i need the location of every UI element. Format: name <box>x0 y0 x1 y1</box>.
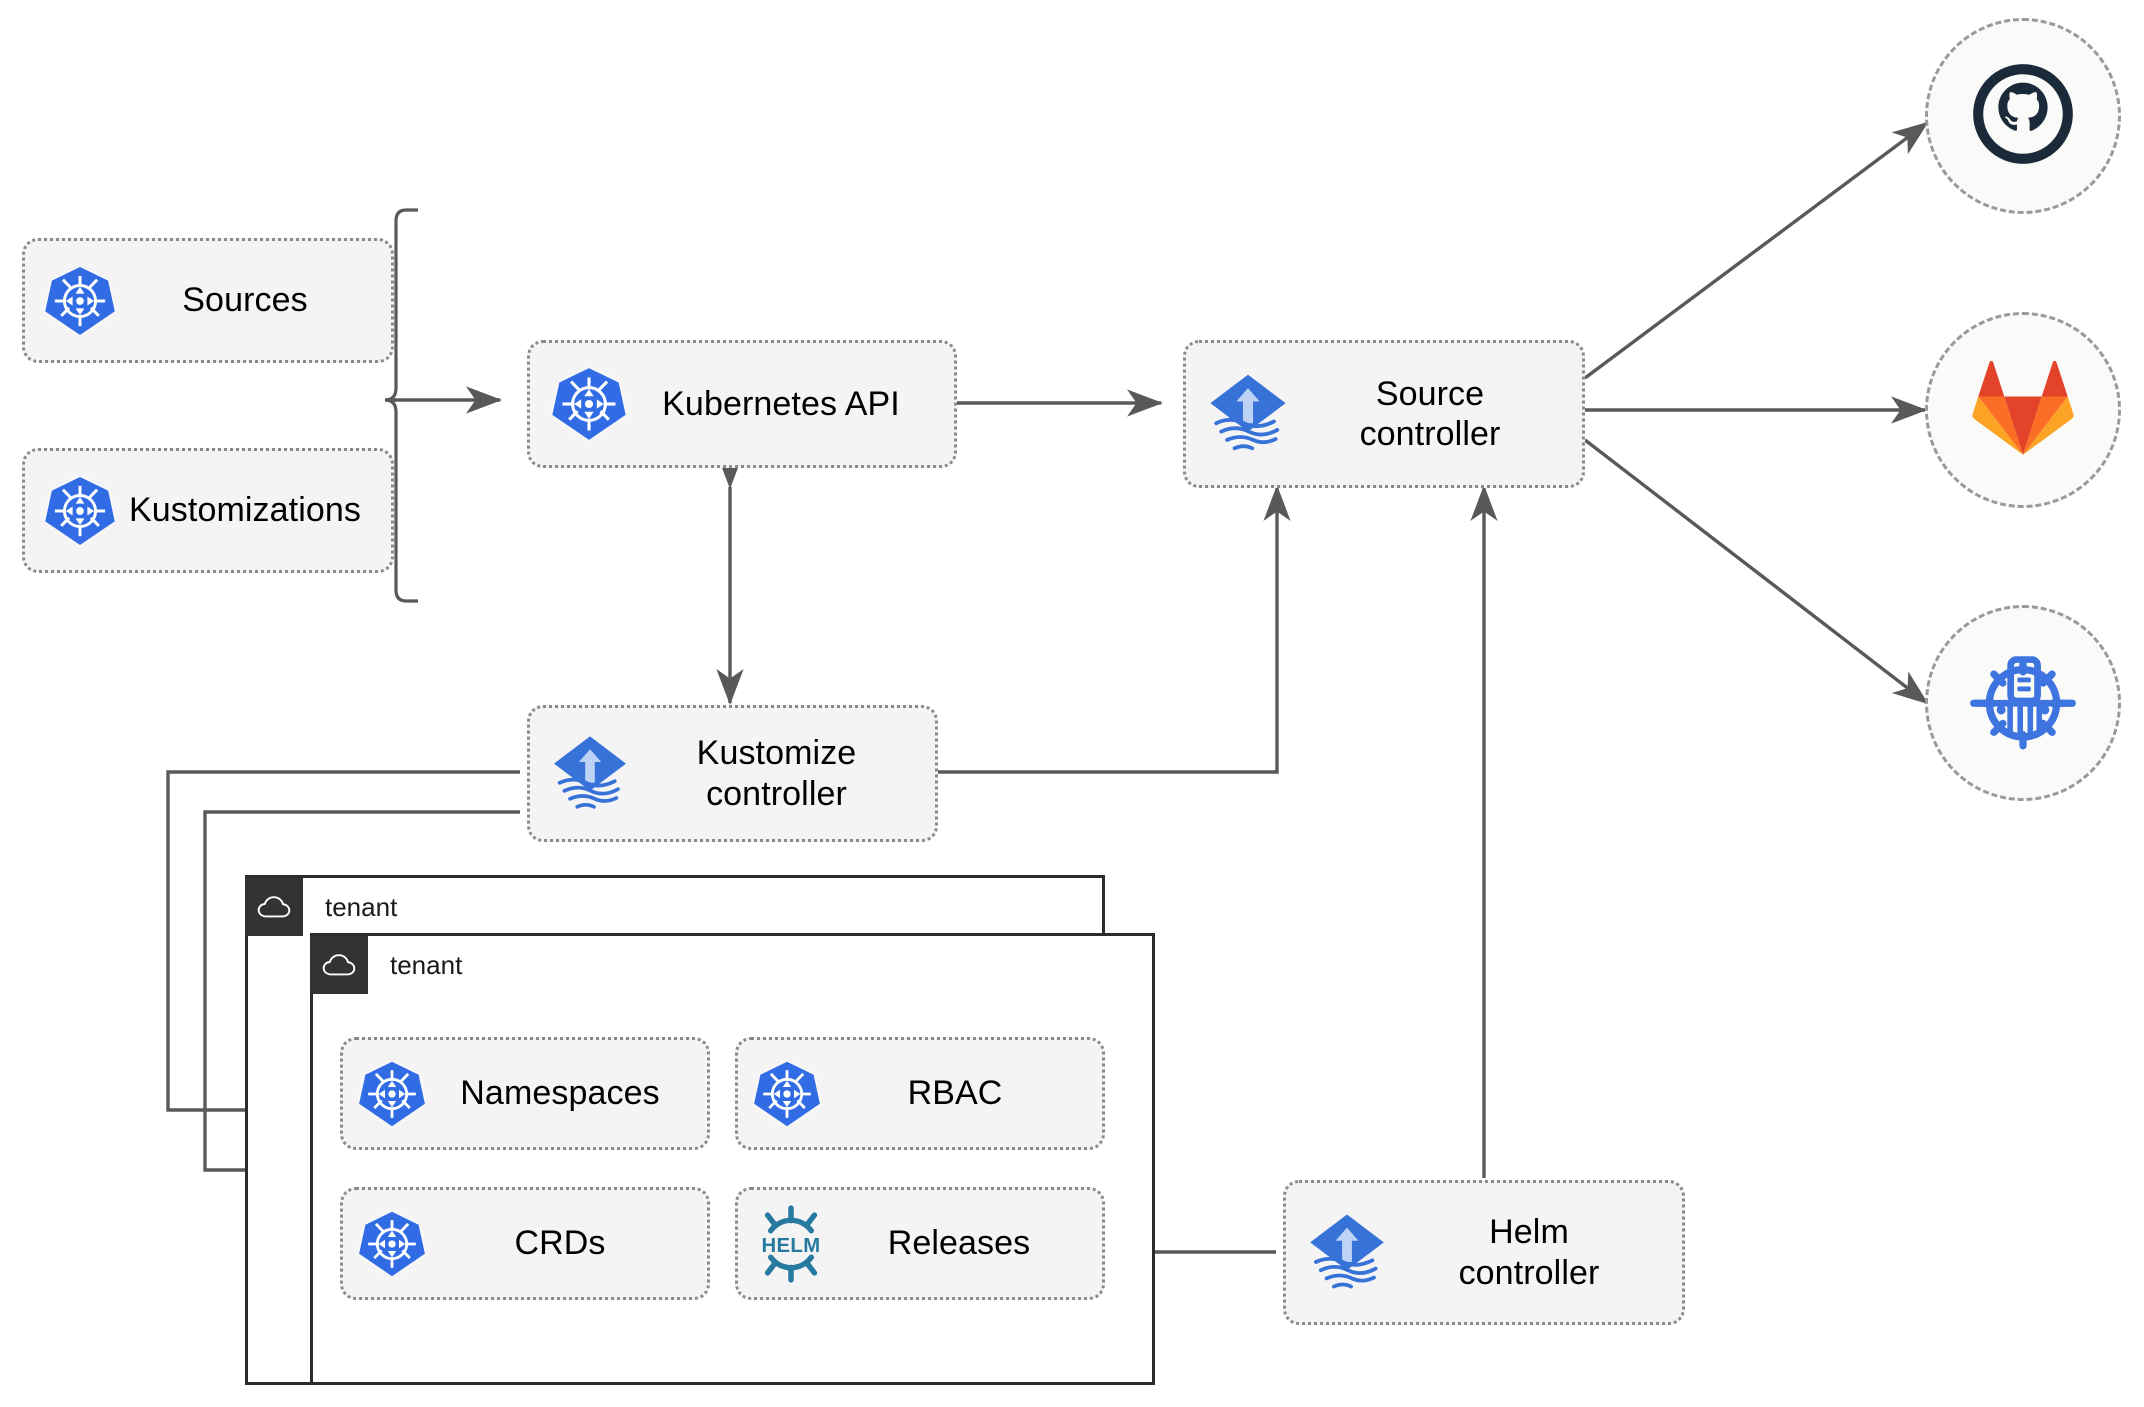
node-releases[interactable]: HELM Releases <box>735 1187 1105 1300</box>
wire-sourcectrl-helmrepo <box>1583 438 1929 705</box>
tenant-tab-back: tenant <box>245 875 745 936</box>
kubernetes-icon <box>357 1209 427 1279</box>
provider-helm-repository[interactable] <box>1925 605 2121 801</box>
github-icon <box>1967 58 2079 175</box>
node-label: Sources <box>182 281 308 320</box>
node-label: Namespaces <box>460 1074 660 1113</box>
kubernetes-icon <box>550 365 628 443</box>
kubernetes-icon <box>357 1059 427 1129</box>
tenant-label: tenant <box>390 949 463 980</box>
node-sources[interactable]: Sources <box>22 238 394 363</box>
flux-icon <box>546 730 634 818</box>
tenant-tab-front: tenant <box>310 933 810 994</box>
node-label: Source controller <box>1359 374 1501 453</box>
node-label: Releases <box>887 1224 1031 1263</box>
tenant-container-front: tenant <box>310 933 1155 1385</box>
tenant-label: tenant <box>325 891 398 922</box>
provider-github[interactable] <box>1925 18 2121 214</box>
node-kubernetes-api[interactable]: Kubernetes API <box>527 340 957 468</box>
node-kustomizations[interactable]: Kustomizations <box>22 448 394 573</box>
node-source-controller[interactable]: Source controller <box>1183 340 1585 488</box>
node-crds[interactable]: CRDs <box>340 1187 710 1300</box>
kubernetes-icon <box>43 474 117 548</box>
node-rbac[interactable]: RBAC <box>735 1037 1105 1150</box>
kubernetes-icon <box>752 1059 822 1129</box>
node-label: Helm controller <box>1458 1213 1600 1292</box>
node-label: Kustomizations <box>129 491 361 530</box>
node-helm-controller[interactable]: Helm controller <box>1283 1180 1685 1325</box>
helm-icon: HELM <box>752 1204 830 1283</box>
kubernetes-icon <box>43 264 117 338</box>
cloud-icon <box>245 878 303 936</box>
svg-text:HELM: HELM <box>762 1234 821 1256</box>
flux-icon <box>1202 368 1294 460</box>
gitlab-icon <box>1971 358 2075 463</box>
cloud-icon <box>310 936 368 994</box>
wire-sourcectrl-github <box>1583 121 1929 380</box>
node-label: Kubernetes API <box>662 384 900 423</box>
helm-repository-icon <box>1967 645 2079 762</box>
node-label: Kustomize controller <box>696 734 857 813</box>
node-label: CRDs <box>514 1224 606 1263</box>
provider-gitlab[interactable] <box>1925 312 2121 508</box>
node-kustomize-controller[interactable]: Kustomize controller <box>527 705 938 842</box>
node-namespaces[interactable]: Namespaces <box>340 1037 710 1150</box>
node-label: RBAC <box>907 1074 1003 1113</box>
flux-icon <box>1302 1208 1392 1298</box>
wire-kustomizectrl-sourcectrl <box>938 484 1291 774</box>
